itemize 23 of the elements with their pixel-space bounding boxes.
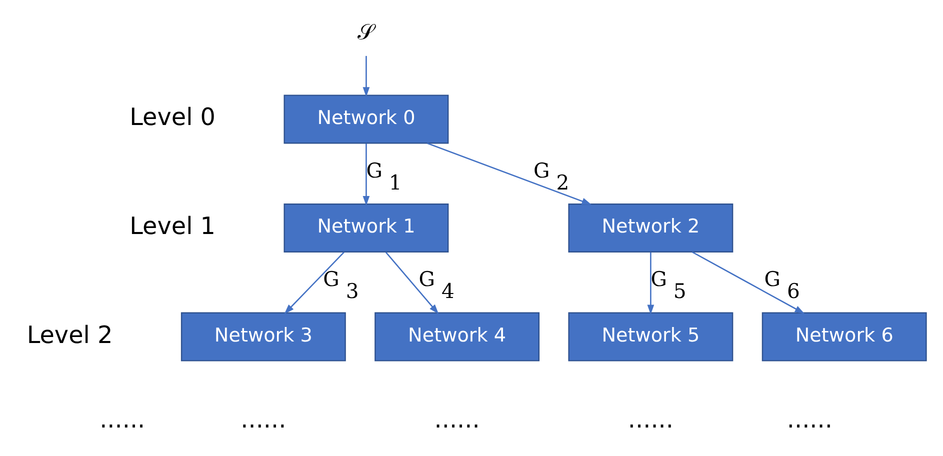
node-box: Network 2	[568, 204, 733, 252]
label: ......	[786, 406, 832, 434]
label: ......	[627, 406, 673, 434]
node-box: Network 5	[568, 312, 733, 362]
arrow	[691, 251, 804, 314]
label: ......	[240, 406, 286, 434]
label: Level 1	[129, 212, 216, 240]
arrow	[362, 144, 370, 206]
node-box: Network 6	[761, 312, 926, 362]
node-box: Network 4	[374, 312, 540, 362]
node-box: Network 1	[283, 204, 448, 252]
node-box: Network 0	[283, 94, 448, 144]
arrow	[284, 252, 344, 314]
node-text: 𝒮	[356, 20, 374, 46]
arrow	[426, 142, 592, 205]
arrow	[362, 56, 370, 97]
label: Level 2	[26, 320, 112, 349]
node-box: Network 3	[180, 312, 346, 362]
label: ......	[434, 406, 480, 434]
arrow	[384, 252, 438, 314]
label: ......	[99, 406, 145, 434]
label: Level 0	[129, 103, 216, 132]
arrow	[646, 252, 654, 315]
